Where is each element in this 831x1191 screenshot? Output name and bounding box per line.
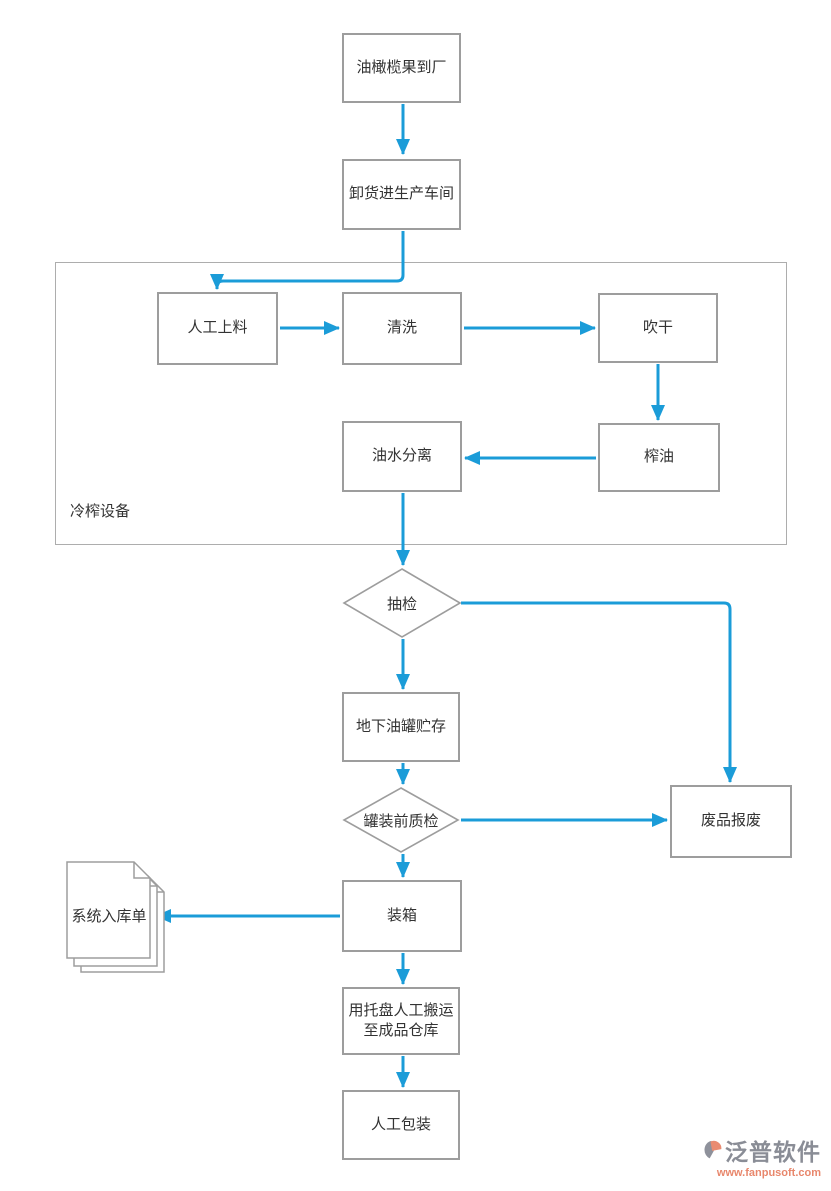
brand-url: www.fanpusoft.com xyxy=(716,1167,821,1179)
decision-label: 抽检 xyxy=(386,595,417,613)
flow-node-wash: 清洗 xyxy=(342,292,462,365)
flow-node-blow-dry: 吹干 xyxy=(598,293,718,363)
flow-node-boxing: 装箱 xyxy=(342,880,462,952)
flow-node-unload: 卸货进生产车间 xyxy=(342,159,461,230)
decision-label: 罐装前质检 xyxy=(363,812,439,830)
flow-node-pallet-move: 用托盘人工搬运至成品仓库 xyxy=(342,987,460,1055)
document-shape-system-receipt xyxy=(66,861,165,973)
connector-sample-to-scrap xyxy=(461,601,737,783)
document-label: 系统入库单 xyxy=(71,907,147,925)
flow-node-oil-water-separation: 油水分离 xyxy=(342,421,462,492)
group-cold-press-equipment xyxy=(55,262,787,545)
flow-node-manual-pack: 人工包装 xyxy=(342,1090,460,1160)
group-label: 冷榨设备 xyxy=(70,503,131,520)
flow-node-tank-storage: 地下油罐贮存 xyxy=(342,692,460,762)
fanpu-watermark: 泛普软件 www.fanpusoft.com xyxy=(691,1133,821,1179)
fanpu-logo-icon xyxy=(704,1140,722,1159)
flow-node-manual-feed: 人工上料 xyxy=(157,292,278,365)
flow-decision-precan-check: 罐装前质检 xyxy=(342,787,460,853)
brand-name: 泛普软件 xyxy=(725,1139,821,1165)
flow-node-press-oil: 榨油 xyxy=(598,423,720,492)
diamond-shape xyxy=(342,787,460,853)
diamond-shape xyxy=(342,568,462,638)
flow-node-arrival: 油橄榄果到厂 xyxy=(342,33,461,103)
flow-node-scrap: 废品报废 xyxy=(670,785,792,858)
flow-decision-sampling-check: 抽检 xyxy=(342,568,462,638)
